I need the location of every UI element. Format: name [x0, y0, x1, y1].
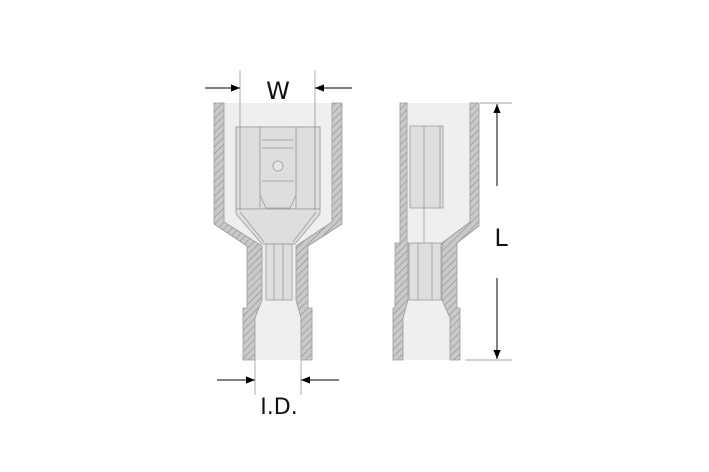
side-contact [408, 125, 444, 301]
side-right-wall [441, 102, 480, 361]
side-left-wall [392, 102, 409, 361]
front-contact [235, 126, 321, 301]
width-label: W [266, 77, 290, 105]
front-view [213, 102, 343, 361]
side-view [392, 102, 480, 361]
dimension-length [465, 102, 512, 361]
length-label: L [494, 224, 508, 252]
dimension-inner-diameter [217, 360, 339, 395]
inner-diameter-label: I.D. [260, 395, 297, 420]
dimension-width [205, 70, 352, 210]
